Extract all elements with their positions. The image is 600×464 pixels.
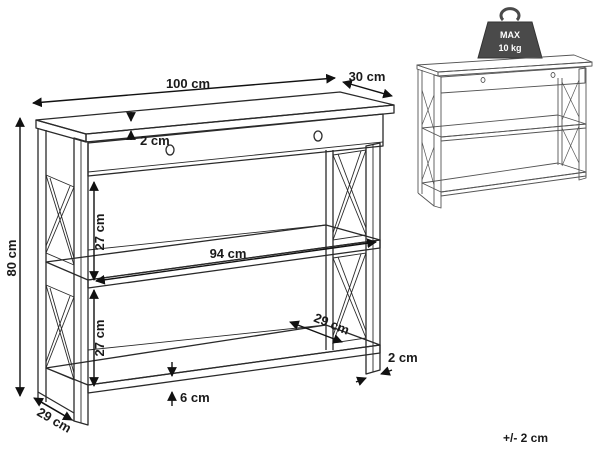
console-table-preview: [416, 54, 593, 209]
shelf-width-label: 94 cm: [210, 246, 247, 261]
weight-max-label: MAX: [500, 30, 520, 40]
leg-thickness-label: 2 cm: [388, 350, 418, 365]
width-label: 100 cm: [166, 76, 210, 91]
drawer: [87, 113, 384, 177]
drawer-knob-right: [313, 130, 323, 142]
shelf-spacing-upper-label: 27 cm: [92, 214, 107, 251]
tolerance-note: +/- 2 cm: [503, 431, 548, 445]
shelf-spacing-lower-label: 27 cm: [92, 320, 107, 357]
weight-value-label: 10 kg: [498, 43, 521, 53]
bottom-shelf: [45, 324, 381, 394]
dimension-lines: [15, 73, 393, 421]
top-thickness-label: 2 cm: [140, 133, 170, 148]
base-clearance-label: 6 cm: [180, 390, 210, 405]
height-label: 80 cm: [4, 240, 19, 277]
shelf-depth-label: 29 cm: [312, 310, 352, 338]
weight-icon: MAX 10 kg: [477, 7, 543, 59]
left-side-x-panels: [45, 174, 75, 381]
right-side-x-panels: [332, 149, 367, 344]
drawer-knob-left: [165, 144, 175, 156]
depth-top-label: 30 cm: [349, 69, 386, 84]
tabletop: [35, 91, 395, 143]
dimension-labels: 100 cm 30 cm 80 cm 29 cm 2 cm 27 cm 27 c…: [4, 69, 418, 436]
legs: [37, 128, 381, 426]
